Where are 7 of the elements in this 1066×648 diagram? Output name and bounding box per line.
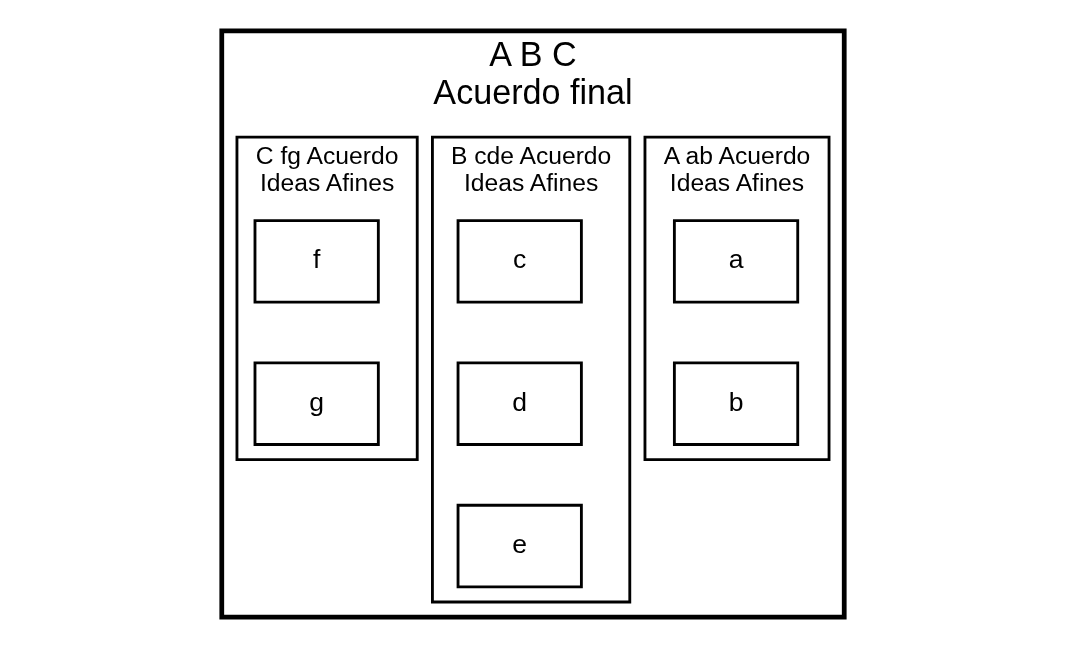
node-box: a xyxy=(672,219,800,304)
node-box: b xyxy=(672,361,800,446)
node-box: f xyxy=(253,219,380,304)
node-box: g xyxy=(253,361,380,446)
node-box: d xyxy=(456,361,583,446)
node-box: e xyxy=(456,503,583,589)
node-box: c xyxy=(456,219,583,304)
